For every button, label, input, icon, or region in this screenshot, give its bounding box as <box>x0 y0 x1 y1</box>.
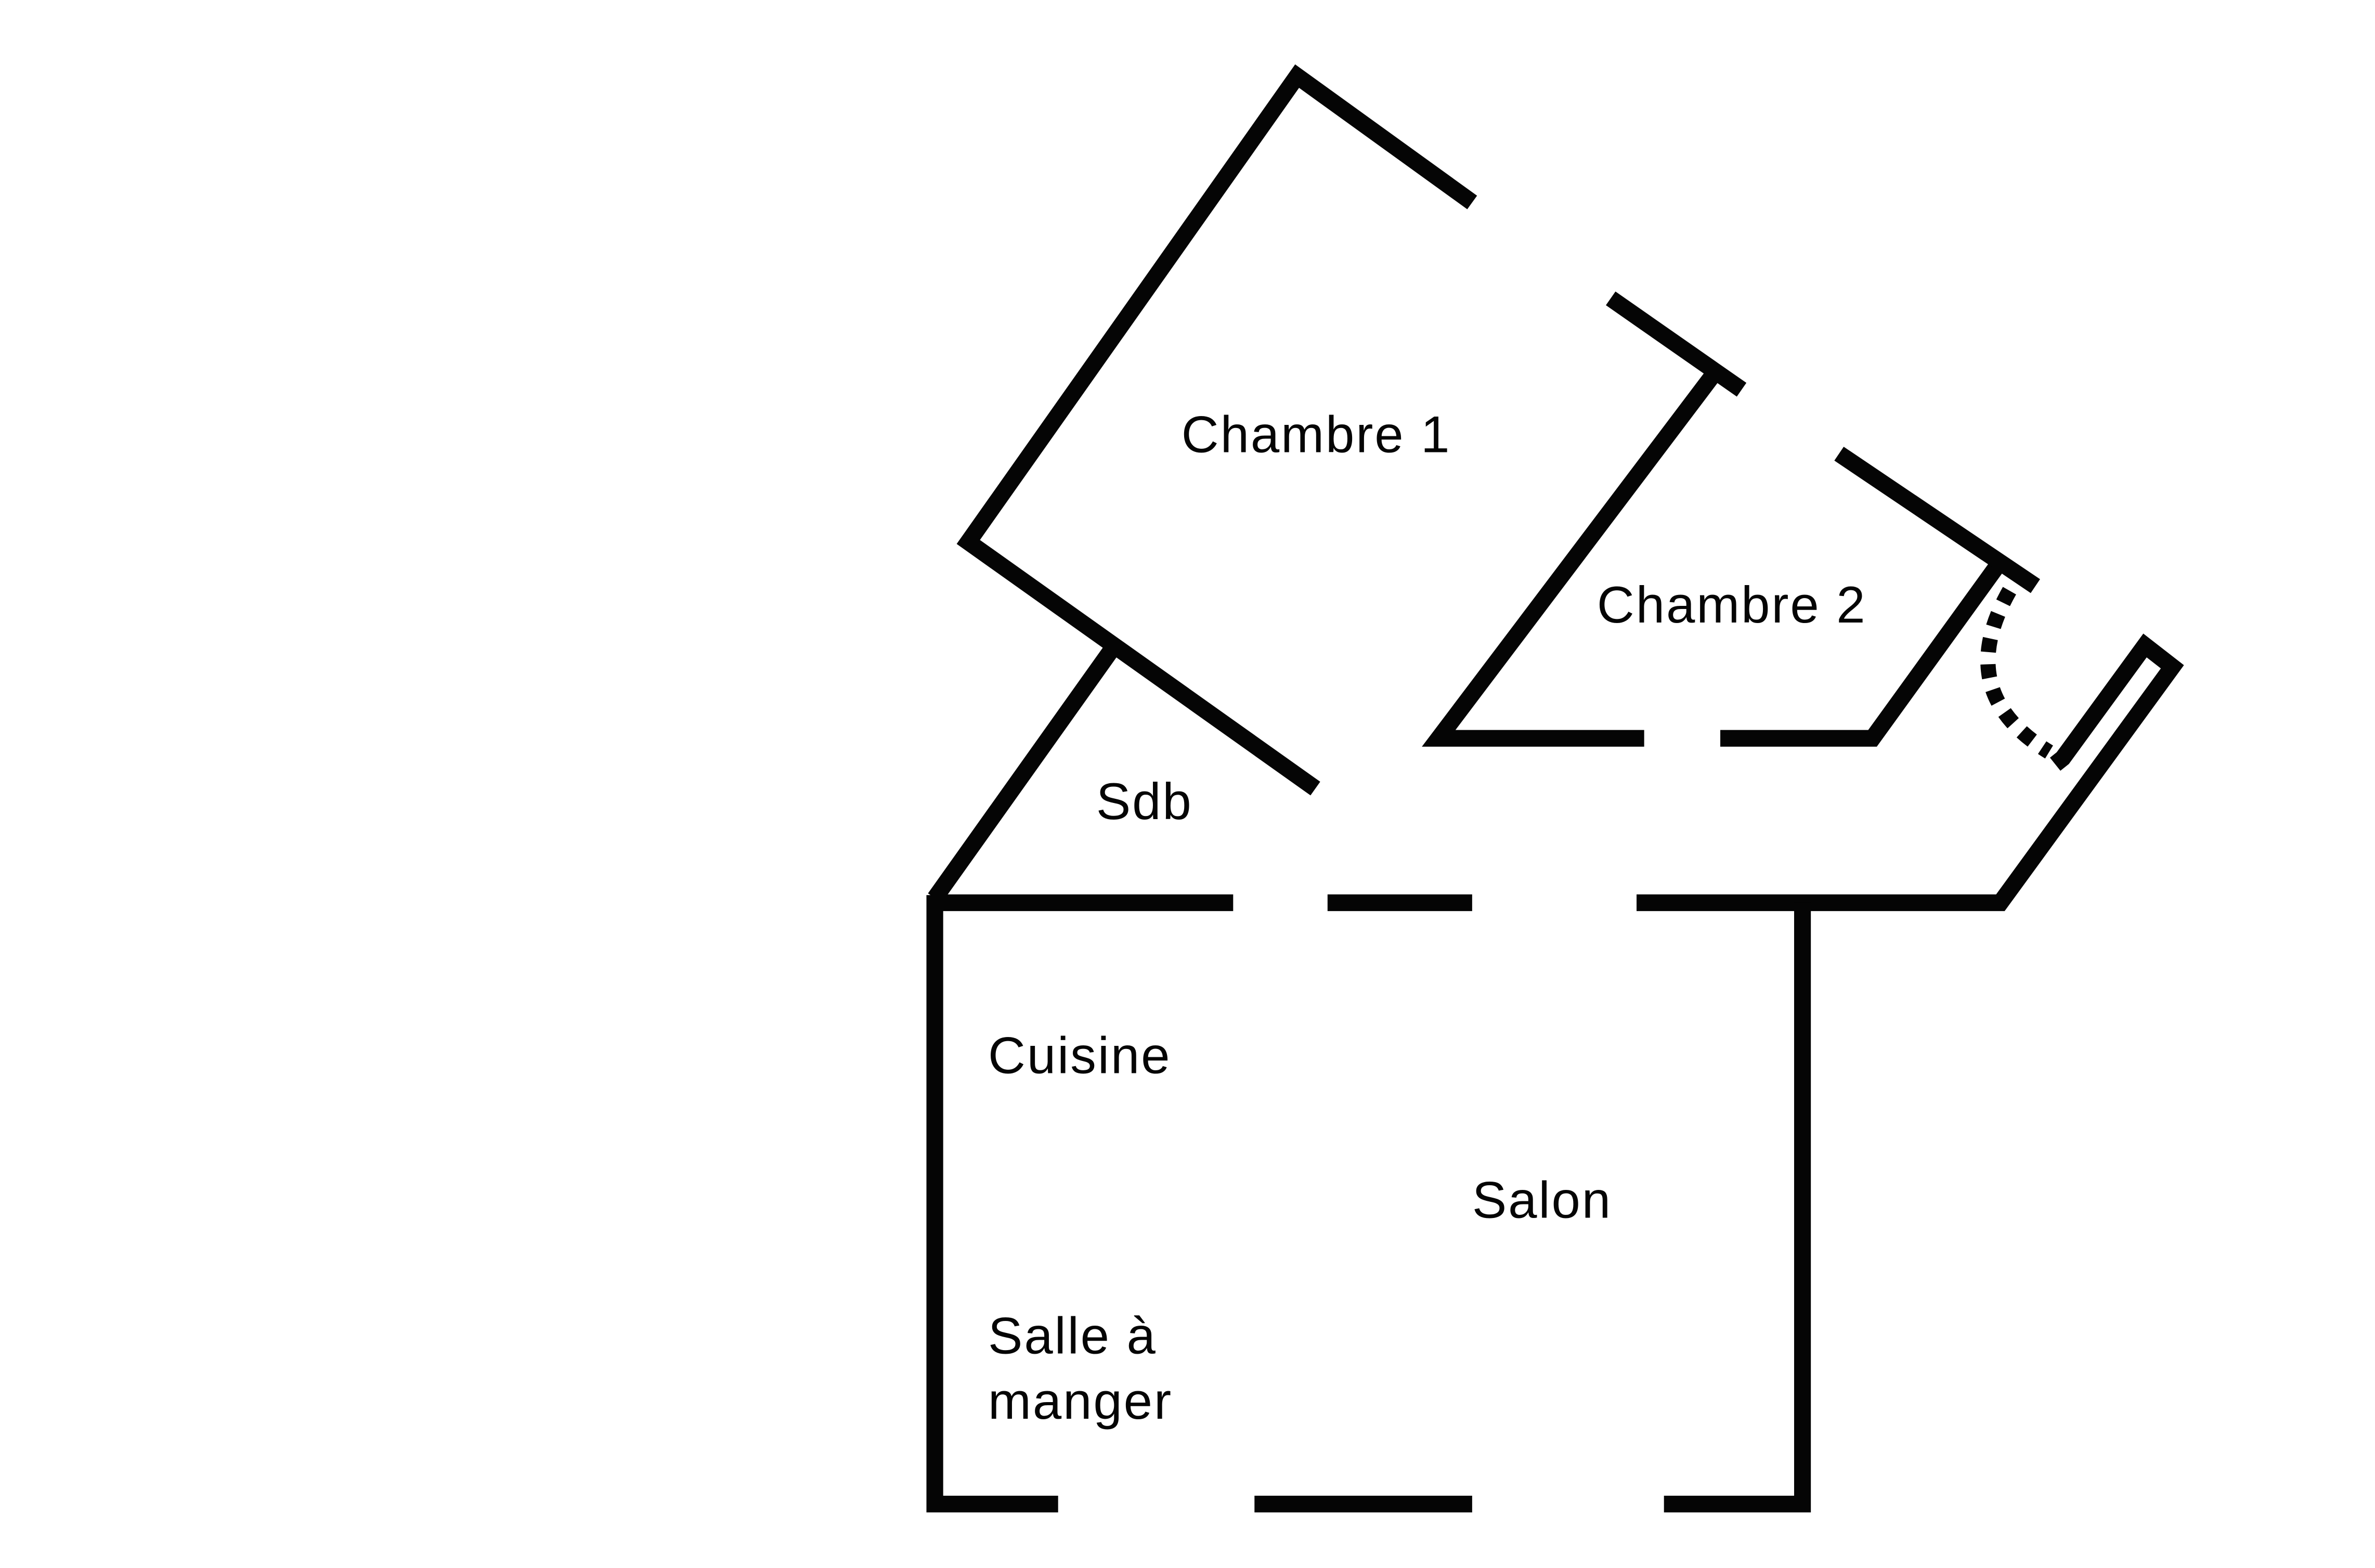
wall-chambre1 <box>956 64 1477 796</box>
room-label-sdb: Sdb <box>1096 773 1193 831</box>
wall-salon-right <box>1664 902 1811 1513</box>
room-label-cuisine: Cuisine <box>988 1027 1171 1085</box>
room-label-salon: Salon <box>1472 1172 1612 1229</box>
room-label-chambre2: Chambre 2 <box>1597 576 1867 634</box>
wall-top-3 <box>1637 633 2184 911</box>
room-label-salle-a-manger-line2: manger <box>988 1372 1173 1430</box>
wall-chambre2-top-left <box>1606 291 1747 397</box>
wall-chambre2-right <box>1720 563 2003 747</box>
room-label-salle-a-manger-line1: Salle à <box>988 1307 1157 1365</box>
wall-left-outer <box>926 895 1058 1513</box>
wall-sdb <box>928 645 1119 903</box>
door-swing-arc <box>1980 587 2053 759</box>
wall-chambre2-top-right <box>1834 446 2040 593</box>
room-label-chambre1: Chambre 1 <box>1182 406 1451 463</box>
wall-chambre2-left <box>1422 372 1718 747</box>
